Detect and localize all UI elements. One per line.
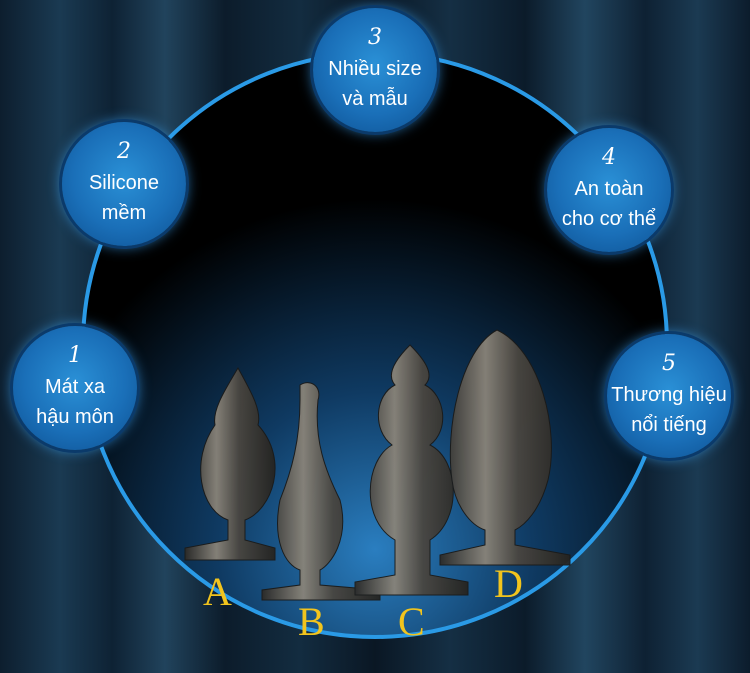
feature-text: và mẫu xyxy=(342,88,408,110)
feature-2: 2 Silicone mềm xyxy=(62,122,186,246)
products xyxy=(184,329,571,601)
feature-text: Nhiều size xyxy=(328,58,422,80)
product-c xyxy=(354,344,469,596)
product-label-d: D xyxy=(494,561,523,606)
product-label-c: C xyxy=(398,599,425,644)
feature-text: Silicone xyxy=(88,172,160,194)
feature-number: 5 xyxy=(662,351,676,376)
feature-text: nổi tiếng xyxy=(631,414,707,436)
feature-number: 1 xyxy=(68,343,82,368)
feature-text: hậu môn xyxy=(36,406,114,428)
feature-1: 1 Mát xa hậu môn xyxy=(13,326,137,450)
product-label-b: B xyxy=(298,599,325,644)
product-label-a: A xyxy=(203,569,232,614)
product-a xyxy=(184,366,276,561)
product-d xyxy=(439,329,571,566)
feature-3: 3 Nhiều size và mẫu xyxy=(313,8,437,132)
feature-number: 4 xyxy=(602,145,616,170)
feature-text: Thương hiệu xyxy=(611,384,727,406)
feature-4: 4 An toàn cho cơ thể xyxy=(547,128,671,252)
feature-number: 2 xyxy=(117,139,131,164)
feature-number: 3 xyxy=(368,25,382,50)
feature-5: 5 Thương hiệu nổi tiếng xyxy=(607,334,731,458)
feature-text: An toàn xyxy=(574,178,644,200)
product-b xyxy=(261,382,381,601)
feature-text: mềm xyxy=(101,202,147,224)
feature-text: cho cơ thể xyxy=(561,208,657,230)
feature-text: Mát xa xyxy=(44,376,106,398)
